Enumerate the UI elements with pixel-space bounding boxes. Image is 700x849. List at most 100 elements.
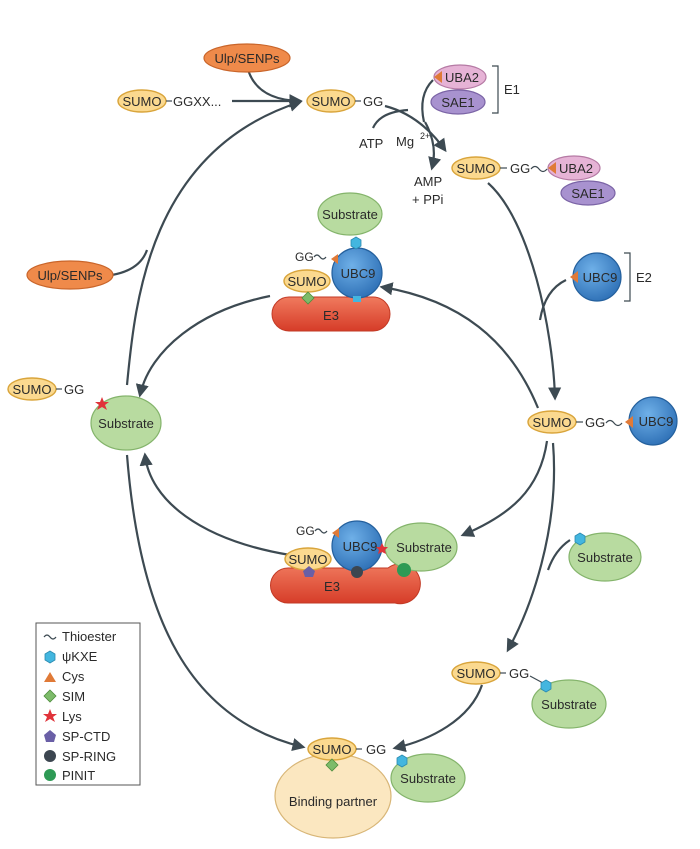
svg-text:E3: E3 xyxy=(324,579,340,594)
svg-text:SUMO: SUMO xyxy=(457,666,496,681)
svg-text:Cys: Cys xyxy=(62,669,85,684)
sim-diamond xyxy=(301,291,315,305)
svg-text:+ PPi: + PPi xyxy=(412,192,444,207)
svg-text:UBC9: UBC9 xyxy=(583,270,618,285)
legend-item-psikxe: ψKXE xyxy=(44,649,98,664)
svg-text:Substrate: Substrate xyxy=(577,550,633,565)
free-substrate: Substrate xyxy=(568,532,642,582)
svg-text:GG: GG xyxy=(64,382,84,397)
legend-item-pinit: PINIT xyxy=(44,768,95,783)
svg-text:SUMO: SUMO xyxy=(289,552,328,567)
e3-complex-top: Substrate E3 UBC9 SUMO GG xyxy=(271,192,391,332)
svg-text:SUMO: SUMO xyxy=(533,415,572,430)
svg-text:Substrate: Substrate xyxy=(541,697,597,712)
svg-text:Lys: Lys xyxy=(62,709,82,724)
e1-complex: UBA2 SAE1 E1 xyxy=(430,64,520,115)
sp-ring-dot xyxy=(351,566,363,578)
svg-text:UBC9: UBC9 xyxy=(343,539,378,554)
legend-item-thioester: Thioester xyxy=(43,629,117,644)
svg-text:Substrate: Substrate xyxy=(322,207,378,222)
svg-text:SUMO: SUMO xyxy=(313,742,352,757)
arrow-to-e3-bottom xyxy=(460,440,549,537)
legend: Thioester ψKXE Cys SIM Lys SP-CTD SP-RIN… xyxy=(35,622,141,786)
binding-partner-complex: Binding partner SUMO GG Substrate xyxy=(274,737,466,839)
svg-text:SUMO: SUMO xyxy=(312,94,351,109)
svg-text:UBA2: UBA2 xyxy=(445,70,479,85)
arrow-to-e3-top xyxy=(379,282,540,409)
svg-text:GG: GG xyxy=(509,666,529,681)
legend-item-sp-ring: SP-RING xyxy=(44,749,116,764)
svg-text:GG: GG xyxy=(585,415,605,430)
e2-bracket xyxy=(624,252,631,302)
legend-item-sim: SIM xyxy=(43,689,85,704)
sp-ctd-pentagon xyxy=(303,566,315,577)
arrow-direct-descent xyxy=(506,442,556,653)
svg-text:Mg: Mg xyxy=(396,134,414,149)
sumo-substrate-conjugate-right: SUMO GG Substrate xyxy=(451,661,607,729)
arrow-e3-top-to-substrate xyxy=(135,294,271,398)
svg-text:GG: GG xyxy=(296,524,315,538)
ulp-senps-top: Ulp/SENPs xyxy=(203,43,291,73)
svg-text:SUMO: SUMO xyxy=(288,274,327,289)
svg-text:Thioester: Thioester xyxy=(62,629,117,644)
svg-text:Ulp/SENPs: Ulp/SENPs xyxy=(37,268,103,283)
svg-text:GGXX...: GGXX... xyxy=(173,94,221,109)
sumo-ggxx-precursor: SUMO GGXX... xyxy=(117,89,221,113)
svg-text:SP-RING: SP-RING xyxy=(62,749,116,764)
svg-text:SUMO: SUMO xyxy=(457,161,496,176)
svg-text:UBC9: UBC9 xyxy=(639,414,674,429)
legend-item-lys: Lys xyxy=(43,709,82,724)
legend-item-cys: Cys xyxy=(44,669,85,684)
svg-text:GG: GG xyxy=(295,250,314,264)
svg-text:Substrate: Substrate xyxy=(400,771,456,786)
arrow-ubc9-join xyxy=(538,279,567,321)
svg-text:SUMO: SUMO xyxy=(123,94,162,109)
arrow-amp-release xyxy=(424,121,442,171)
sumo-e1-thioester: SUMO GG UBA2 SAE1 xyxy=(451,155,616,206)
sumo-gg-mature: SUMO GG xyxy=(306,89,383,113)
arrow-activation xyxy=(384,104,447,153)
arrow-e3-bottom-to-substrate xyxy=(139,452,291,557)
cycle-arrows xyxy=(111,65,571,753)
arrow-substrate-join xyxy=(546,539,571,571)
svg-text:AMP: AMP xyxy=(414,174,442,189)
ulp-senps-left: Ulp/SENPs xyxy=(26,260,114,290)
svg-text:ψKXE: ψKXE xyxy=(62,649,98,664)
arrow-right-descent xyxy=(487,182,562,401)
svg-text:PINIT: PINIT xyxy=(62,768,95,783)
svg-text:Substrate: Substrate xyxy=(98,416,154,431)
arrow-ulp-branch xyxy=(111,249,149,277)
svg-text:UBA2: UBA2 xyxy=(559,161,593,176)
e1-bracket xyxy=(492,65,499,114)
svg-text:SIM: SIM xyxy=(62,689,85,704)
lys-star xyxy=(95,397,109,410)
svg-text:E2: E2 xyxy=(636,270,652,285)
pinit-dot xyxy=(397,563,411,577)
arrow-to-binding xyxy=(392,684,484,753)
e3-complex-bottom: E3 Substrate UBC9 SUMO GG xyxy=(270,520,458,605)
svg-text:SUMO: SUMO xyxy=(13,382,52,397)
arrow-left-to-binding xyxy=(125,454,306,751)
svg-text:GG: GG xyxy=(366,742,386,757)
cys-triangle xyxy=(434,71,442,83)
svg-text:ATP: ATP xyxy=(359,136,383,151)
svg-text:Binding partner: Binding partner xyxy=(289,794,378,809)
svg-text:E3: E3 xyxy=(323,308,339,323)
arrow-atp-entry xyxy=(371,108,409,129)
e2-ubc9: UBC9 E2 xyxy=(570,252,652,302)
svg-text:GG: GG xyxy=(363,94,383,109)
svg-text:UBC9: UBC9 xyxy=(341,266,376,281)
svg-text:GG: GG xyxy=(510,161,530,176)
arrow-uba2-in xyxy=(421,79,434,123)
sumoylated-substrate: SUMO GG Substrate xyxy=(7,377,162,451)
svg-text:SAE1: SAE1 xyxy=(441,95,474,110)
sumo-ubc9-thioester: SUMO GG UBC9 xyxy=(527,396,678,446)
svg-text:Ulp/SENPs: Ulp/SENPs xyxy=(214,51,280,66)
legend-item-sp-ctd: SP-CTD xyxy=(44,729,110,744)
atp-mg-labels: ATP Mg 2+ AMP + PPi xyxy=(359,131,444,207)
arrow-left-recycle xyxy=(125,98,303,386)
svg-text:Substrate: Substrate xyxy=(396,540,452,555)
svg-text:SP-CTD: SP-CTD xyxy=(62,729,110,744)
svg-text:E1: E1 xyxy=(504,82,520,97)
